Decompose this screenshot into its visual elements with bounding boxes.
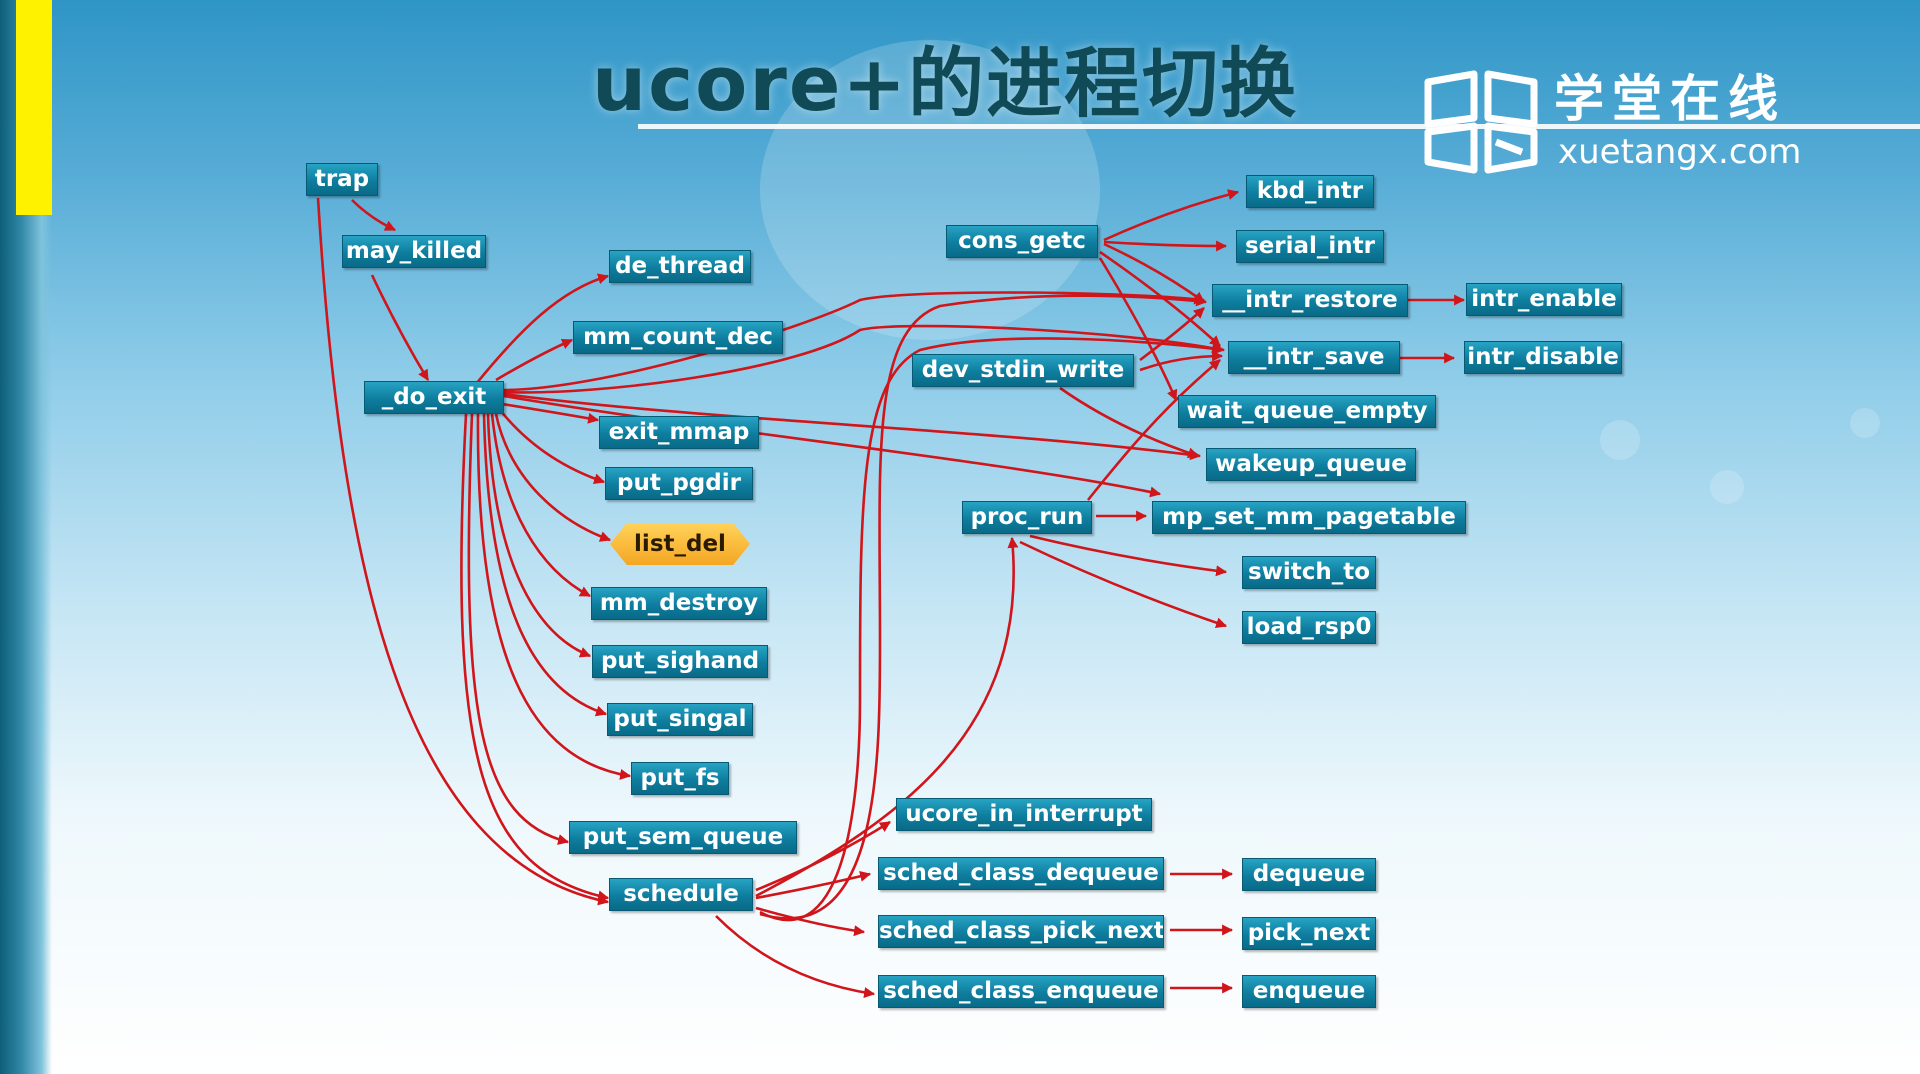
node-kbd_intr: kbd_intr: [1246, 175, 1374, 208]
edge-schedule-ucore_in_interrupt: [755, 820, 891, 892]
node-put_fs: put_fs: [631, 762, 729, 795]
brand-watermark: 学堂在线 xuetangx.com: [1422, 66, 1822, 176]
background-bubble: [1710, 470, 1744, 504]
edge-schedule-intr_restore: [759, 294, 1208, 920]
node-trap: trap: [306, 163, 378, 196]
edge-do_exit-mm_destroy: [490, 413, 591, 598]
edge-cons_getc-wait_queue_empty: [1098, 257, 1178, 402]
node-list_del: list_del: [610, 523, 750, 565]
node-enqueue: enqueue: [1242, 975, 1376, 1008]
node-ucore_in_interrupt: ucore_in_interrupt: [896, 798, 1152, 831]
node-load_rsp0: load_rsp0: [1242, 611, 1376, 644]
edge-proc_run-load_rsp0: [1019, 540, 1228, 629]
edge-dev_stdin_write-intr_save: [1139, 350, 1224, 372]
node-intr_save: __intr_save: [1228, 341, 1400, 374]
yellow-accent-bar: [16, 0, 52, 215]
edge-do_exit-put_fs: [476, 413, 632, 780]
edge-proc_run-intr_save: [1086, 359, 1221, 501]
node-serial_intr: serial_intr: [1236, 230, 1384, 263]
node-sched_class_dequeue: sched_class_dequeue: [878, 857, 1164, 890]
edge-cons_getc-serial_intr: [1103, 240, 1228, 252]
background-bubble: [1850, 408, 1880, 438]
edge-proc_run-switch_to: [1029, 534, 1228, 577]
edge-dev_stdin_write-intr_restore: [1139, 307, 1205, 362]
node-mm_destroy: mm_destroy: [591, 587, 767, 620]
edge-dev_stdin_write-wakeup_queue: [1059, 386, 1200, 459]
brand-name-cn: 学堂在线: [1554, 70, 1786, 128]
node-intr_disable: intr_disable: [1464, 341, 1622, 374]
edge-trap-may_killed: [351, 199, 396, 232]
node-dequeue: dequeue: [1242, 858, 1376, 891]
node-mm_count_dec: mm_count_dec: [573, 321, 783, 354]
node-do_exit: _do_exit: [364, 381, 504, 414]
edge-do_exit-mm_count_dec: [495, 338, 574, 382]
node-put_sighand: put_sighand: [592, 645, 768, 678]
edge-do_exit-intr_restore: [503, 291, 1206, 392]
node-wakeup_queue: wakeup_queue: [1206, 448, 1416, 481]
node-sched_class_pick_next: sched_class_pick_next: [878, 915, 1164, 948]
node-may_killed: may_killed: [342, 235, 486, 268]
node-sched_class_enqueue: sched_class_enqueue: [878, 975, 1164, 1008]
edge-cons_getc-kbd_intr: [1103, 189, 1240, 242]
background-bubble: [1600, 420, 1640, 460]
node-pick_next: pick_next: [1242, 917, 1376, 950]
node-switch_to: switch_to: [1242, 556, 1376, 589]
node-put_pgdir: put_pgdir: [605, 467, 753, 500]
edge-do_exit-put_pgdir: [498, 409, 606, 484]
node-proc_run: proc_run: [962, 501, 1092, 534]
node-intr_enable: intr_enable: [1466, 283, 1622, 316]
edge-trap-schedule: [316, 197, 610, 906]
edge-do_exit-put_sem_queue: [467, 413, 570, 845]
node-put_singal: put_singal: [607, 703, 753, 736]
book-logo-icon: [1424, 70, 1538, 174]
node-wait_queue_empty: wait_queue_empty: [1178, 395, 1436, 428]
node-intr_restore: __intr_restore: [1212, 284, 1408, 317]
edge-schedule-sched_class_pick_next: [755, 906, 866, 937]
edge-may_killed-do_exit: [370, 274, 430, 381]
node-exit_mmap: exit_mmap: [599, 416, 759, 449]
node-de_thread: de_thread: [609, 250, 751, 283]
node-put_sem_queue: put_sem_queue: [569, 821, 797, 854]
edge-do_exit-wakeup_queue: [503, 392, 1202, 461]
slide-title: ucore+的进程切换: [592, 39, 1299, 128]
edge-schedule-sched_class_dequeue: [755, 870, 872, 900]
edge-do_exit-put_singal: [482, 413, 608, 717]
edge-cons_getc-intr_restore: [1103, 242, 1205, 304]
brand-domain: xuetangx.com: [1558, 132, 1802, 172]
title-underline: [638, 124, 1920, 129]
node-dev_stdin_write: dev_stdin_write: [912, 354, 1134, 387]
edge-schedule-intr_save: [759, 337, 1226, 922]
edge-do_exit-put_sighand: [486, 413, 592, 658]
background-bubble: [760, 40, 1100, 340]
edge-schedule-sched_class_enqueue: [715, 915, 876, 998]
node-mp_set_mm_pagetable: mp_set_mm_pagetable: [1152, 501, 1466, 534]
node-schedule: schedule: [609, 878, 753, 911]
edge-do_exit-exit_mmap: [501, 402, 600, 424]
edge-do_exit-intr_save: [503, 324, 1224, 394]
edge-do_exit-de_thread: [474, 273, 610, 385]
edge-do_exit-list_del: [494, 413, 612, 542]
node-cons_getc: cons_getc: [946, 225, 1098, 258]
edge-do_exit-mp_set_mm_pagetable: [503, 394, 1162, 498]
edge-do_exit-schedule: [460, 413, 610, 902]
